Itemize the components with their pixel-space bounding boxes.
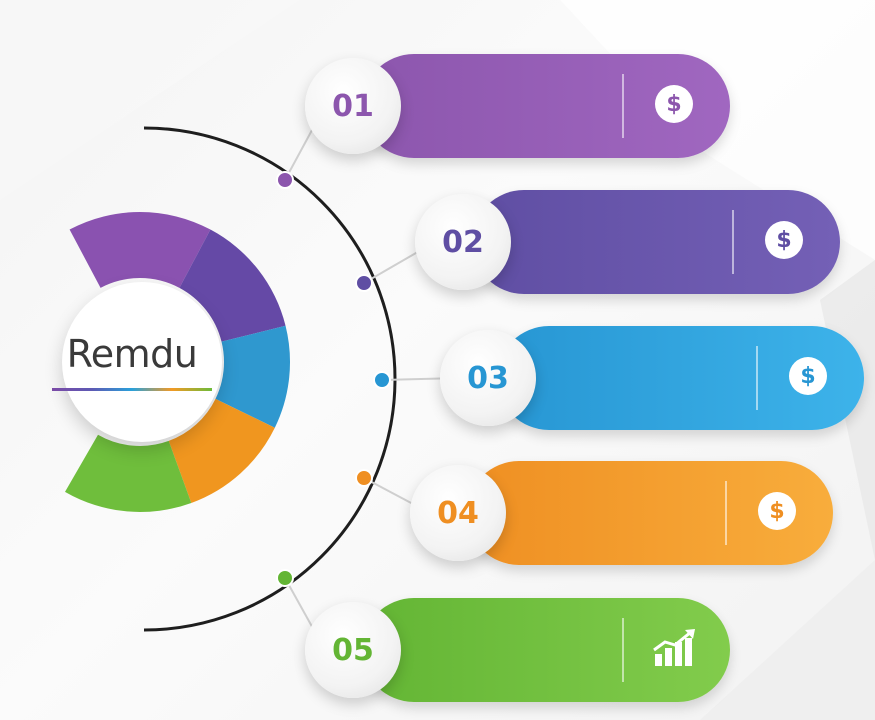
brand-underline — [52, 388, 212, 391]
ring-segment-5 — [65, 434, 192, 512]
bar-divider — [622, 74, 624, 138]
step-number-badge: 03 — [440, 330, 536, 426]
bar-divider — [725, 481, 727, 545]
growth-bar-3 — [675, 642, 682, 666]
dollar-symbol: $ — [758, 492, 796, 530]
dollar-symbol: $ — [765, 221, 803, 259]
step-bar: $ — [472, 190, 840, 294]
growth-chart-graphic — [653, 629, 695, 666]
dollar-coin-icon: $ — [782, 350, 834, 402]
step-number: 05 — [332, 632, 374, 668]
growth-arrowhead — [685, 629, 695, 639]
growth-chart-icon — [648, 622, 700, 674]
step-number-badge: 04 — [410, 465, 506, 561]
connector-dot-02 — [355, 274, 373, 292]
step-bar: $ — [362, 54, 730, 158]
bar-divider — [732, 210, 734, 274]
bar-divider — [622, 618, 624, 682]
step-04: $04 — [410, 461, 833, 565]
step-bar: $ — [497, 326, 864, 430]
ring-segment-3 — [215, 325, 290, 428]
step-05: 05 — [305, 598, 730, 702]
dollar-coin-icon: $ — [758, 214, 810, 266]
dollar-coin-icon: $ — [648, 78, 700, 130]
step-number: 01 — [332, 88, 374, 124]
hub-center-disc — [62, 282, 222, 442]
step-number-badge: 02 — [415, 194, 511, 290]
step-bar — [362, 598, 730, 702]
step-number: 02 — [442, 224, 484, 260]
ring-segment-2 — [179, 229, 286, 342]
ring-segment-4 — [168, 398, 275, 503]
step-bar: $ — [467, 461, 833, 565]
brand-name: Remdu — [66, 332, 198, 376]
connector-dot-01 — [276, 171, 294, 189]
step-number-badge: 01 — [305, 58, 401, 154]
bar-divider — [756, 346, 758, 410]
step-number-badge: 05 — [305, 602, 401, 698]
growth-arrow — [653, 630, 692, 652]
dollar-symbol: $ — [789, 357, 827, 395]
step-02: $02 — [415, 190, 840, 294]
segmented-ring — [65, 212, 290, 512]
step-number: 04 — [437, 495, 479, 531]
dollar-coin-icon: $ — [751, 485, 803, 537]
connector-dot-04 — [355, 469, 373, 487]
connector-dot-05 — [276, 569, 294, 587]
step-01: $01 — [305, 54, 730, 158]
growth-bar-2 — [665, 648, 672, 666]
dollar-symbol: $ — [655, 85, 693, 123]
growth-bar-1 — [655, 654, 662, 666]
ring-segment-1 — [69, 212, 211, 288]
step-number: 03 — [467, 360, 509, 396]
growth-bar-4 — [685, 638, 692, 666]
connector-dot-03 — [373, 371, 391, 389]
step-03: $03 — [440, 326, 864, 430]
